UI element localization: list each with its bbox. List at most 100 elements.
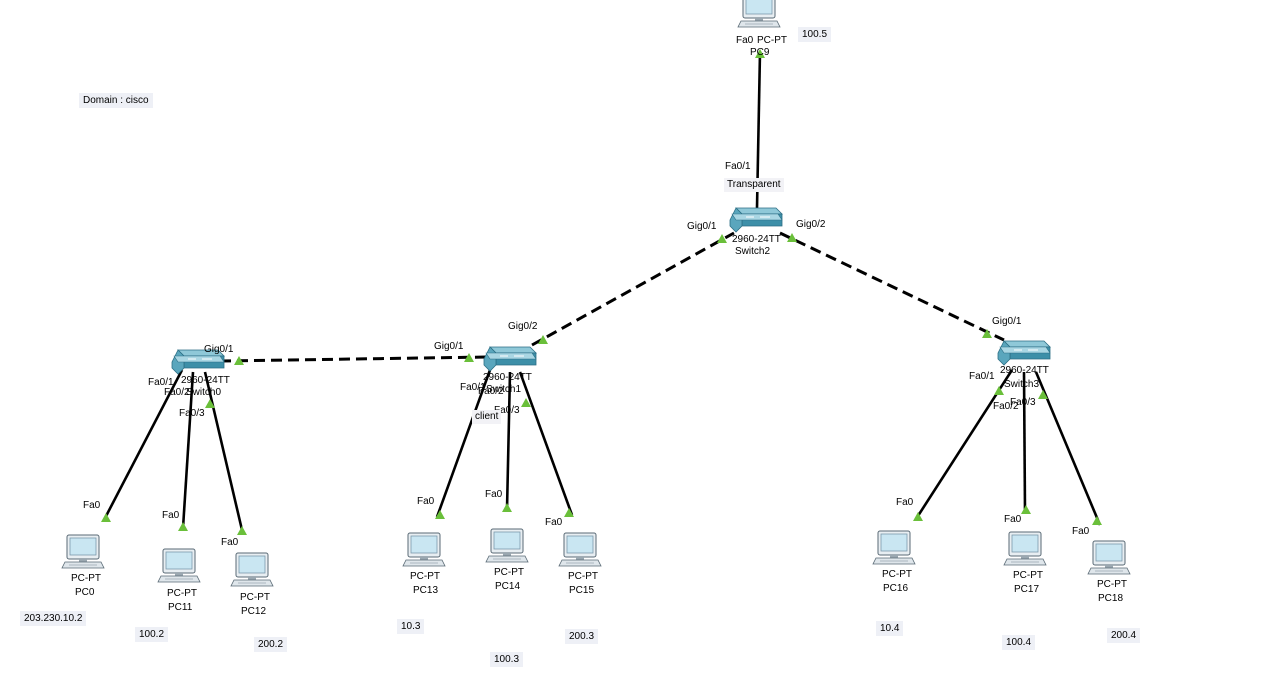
switch1-icon[interactable] xyxy=(483,346,537,372)
pc14-port-label: Fa0 xyxy=(485,489,503,500)
switch1-port-fa02: Fa0/2 xyxy=(478,386,504,397)
pc11-name-label: PC11 xyxy=(168,602,193,613)
vtp-mode-label[interactable]: Transparent xyxy=(724,178,784,192)
pc12-port-label: Fa0 xyxy=(221,537,239,548)
switch1-port-fa01: Fa0/1 xyxy=(460,382,486,393)
switch2-name-label: Switch2 xyxy=(735,246,771,257)
switch3-icon[interactable] xyxy=(997,340,1051,366)
switch2-model-label: 2960-24TT xyxy=(732,234,781,245)
pc0-name-label: PC0 xyxy=(75,587,95,598)
switch2-port-gig01: Gig0/1 xyxy=(687,221,717,232)
trunk-switch1-switch2[interactable] xyxy=(531,231,735,347)
switch3-name-label: Switch3 xyxy=(1004,379,1040,390)
pc11-icon[interactable] xyxy=(157,548,201,583)
switch3-model-label: 2960-24TT xyxy=(1000,365,1049,376)
pc12-model-label: PC-PT xyxy=(240,592,270,603)
switch0-port-gig01: Gig0/1 xyxy=(204,344,234,355)
cable-switch1-pc13[interactable] xyxy=(435,369,492,518)
pc11-port-label: Fa0 xyxy=(162,510,180,521)
switch0-name-label: Switch0 xyxy=(186,387,222,398)
cable-switch1-pc15[interactable] xyxy=(518,371,574,516)
pc17-icon[interactable] xyxy=(1003,531,1047,566)
pc14-model-label: PC-PT xyxy=(494,567,524,578)
domain-note[interactable]: Domain : cisco xyxy=(79,93,153,108)
ip-note-pc9[interactable]: 100.5 xyxy=(798,27,832,42)
switch1-port-gig02: Gig0/2 xyxy=(508,321,538,332)
pc12-icon[interactable] xyxy=(230,552,274,587)
link-light xyxy=(1021,505,1031,514)
pc9-server-icon[interactable] xyxy=(737,0,781,28)
pc13-model-label: PC-PT xyxy=(410,571,440,582)
pc17-port-label: Fa0 xyxy=(1004,514,1022,525)
pc18-model-label: PC-PT xyxy=(1097,579,1127,590)
pc15-name-label: PC15 xyxy=(569,585,595,596)
ip-note-pc17[interactable]: 100.4 xyxy=(1002,635,1036,650)
switch0-model-label: 2960-24TT xyxy=(181,375,230,386)
pc17-name-label: PC17 xyxy=(1014,584,1040,595)
pc18-icon[interactable] xyxy=(1087,540,1131,575)
link-light xyxy=(717,234,727,243)
switch1-vtp-mode-label[interactable]: client xyxy=(472,410,502,424)
switch3-port-fa01: Fa0/1 xyxy=(969,371,995,382)
switch2-port-gig02: Gig0/2 xyxy=(796,219,826,230)
link-light xyxy=(913,512,923,521)
trunk-switch2-switch3[interactable] xyxy=(779,231,1005,342)
switch1-model-label: 2960-24TT xyxy=(483,372,532,383)
switch3-port-gig01: Gig0/1 xyxy=(992,316,1022,327)
switch1-name-label: Switch1 xyxy=(486,384,522,395)
switch1-port-fa03: Fa0/3 xyxy=(494,405,520,416)
link-light xyxy=(564,508,574,517)
cable-switch1-pc14[interactable] xyxy=(505,371,512,511)
pc13-icon[interactable] xyxy=(402,532,446,567)
ip-note-pc0[interactable]: 203.230.10.2 xyxy=(20,611,87,626)
ip-note-pc14[interactable]: 100.3 xyxy=(490,652,524,667)
trunk-switch0-switch1[interactable] xyxy=(219,355,489,363)
pc15-port-label: Fa0 xyxy=(545,517,563,528)
switch1-port-gig01: Gig0/1 xyxy=(434,341,464,352)
pc16-icon[interactable] xyxy=(872,530,916,565)
pc9-port-label: Fa0 xyxy=(736,35,754,46)
pc15-model-label: PC-PT xyxy=(568,571,598,582)
switch2-port-fa01: Fa0/1 xyxy=(725,161,751,172)
pc12-name-label: PC12 xyxy=(241,606,267,617)
cable-switch3-pc17[interactable] xyxy=(1022,371,1027,513)
switch0-port-fa02: Fa0/2 xyxy=(164,387,190,398)
ip-note-pc18[interactable]: 200.4 xyxy=(1107,628,1141,643)
pc15-icon[interactable] xyxy=(558,532,602,567)
pc18-port-label: Fa0 xyxy=(1072,526,1090,537)
switch0-port-fa03: Fa0/3 xyxy=(179,408,205,419)
pc14-name-label: PC14 xyxy=(495,581,521,592)
switch3-port-fa03: Fa0/3 xyxy=(1010,397,1036,408)
link-light xyxy=(101,513,111,522)
switch0-port-fa01: Fa0/1 xyxy=(148,377,174,388)
pc13-port-label: Fa0 xyxy=(417,496,435,507)
ip-note-pc13[interactable]: 10.3 xyxy=(397,619,425,634)
pc16-name-label: PC16 xyxy=(883,583,909,594)
pc9-name-label: PC9 xyxy=(750,47,770,58)
switch2-icon[interactable] xyxy=(729,207,783,233)
link-light xyxy=(435,510,445,519)
pc16-model-label: PC-PT xyxy=(882,569,912,580)
pc13-name-label: PC13 xyxy=(413,585,439,596)
pc16-port-label: Fa0 xyxy=(896,497,914,508)
pc0-model-label: PC-PT xyxy=(71,573,101,584)
link-light xyxy=(502,503,512,512)
link-light xyxy=(994,386,1004,395)
link-light xyxy=(178,522,188,531)
link-light xyxy=(1092,516,1102,525)
ip-note-pc11[interactable]: 100.2 xyxy=(135,627,169,642)
pc0-icon[interactable] xyxy=(61,534,105,569)
cable-switch0-pc0[interactable] xyxy=(102,369,184,521)
ip-note-pc16[interactable]: 10.4 xyxy=(876,621,904,636)
pc14-icon[interactable] xyxy=(485,528,529,563)
pc17-model-label: PC-PT xyxy=(1013,570,1043,581)
pc0-port-label: Fa0 xyxy=(83,500,101,511)
cable-switch0-pc12[interactable] xyxy=(203,371,244,531)
ip-note-pc15[interactable]: 200.3 xyxy=(565,629,599,644)
pc18-name-label: PC18 xyxy=(1098,593,1124,604)
link-light xyxy=(237,526,247,535)
switch3-port-fa02: Fa0/2 xyxy=(993,401,1019,412)
cable-switch0-pc11[interactable] xyxy=(181,371,195,529)
ip-note-pc12[interactable]: 200.2 xyxy=(254,637,288,652)
